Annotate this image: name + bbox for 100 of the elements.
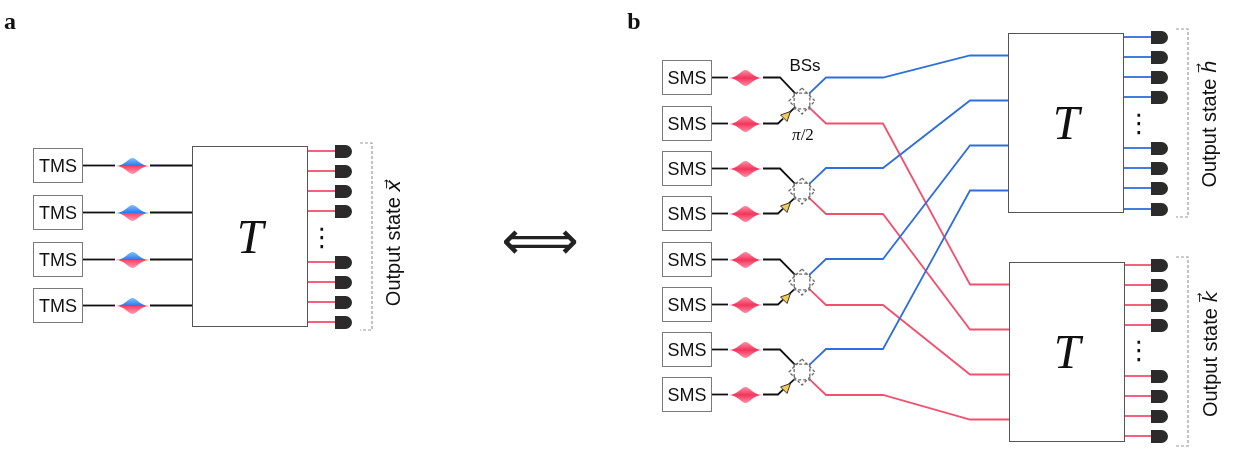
connector-line [82,304,116,307]
panel-label: a [4,9,16,33]
connector-line [1124,375,1152,377]
detector-icon [1151,369,1168,383]
triangle-icon [779,199,793,213]
connector-line [1123,187,1152,189]
connector-line [808,99,1009,185]
connector-line [762,117,784,125]
detector-icon [1151,202,1168,216]
connector-line [1123,208,1152,210]
source-box: TMS [33,195,83,230]
pulse-icon [728,205,763,222]
pulse-icon [115,204,150,221]
detector-icon [1151,50,1168,64]
connector-line [808,144,1009,276]
pulse-icon [728,341,763,358]
triangle-icon [779,380,793,394]
detector-icon [1151,318,1168,332]
ellipsis: ⋮ [309,224,335,250]
detector-icon [1151,181,1168,195]
connector-line [149,304,193,307]
connector-line [307,301,336,303]
detector-icon [1151,389,1168,403]
connector-line [1123,56,1152,58]
triangle-icon [779,109,793,123]
pulse-icon [728,69,763,86]
detector-icon [1151,161,1168,175]
detector-icon [1151,141,1168,155]
detector-icon [1151,258,1168,272]
source-box: TMS [33,242,83,277]
connector-line [1124,324,1152,326]
source-box: SMS [662,151,712,186]
connector-line [1123,36,1152,38]
detector-icon [335,164,352,178]
source-box: SMS [662,60,712,95]
connector-line [307,321,336,323]
connector-line [808,378,1010,421]
ellipsis: ⋮ [1126,337,1152,363]
component-label: BSs [789,56,821,74]
detector-icon [1151,409,1168,423]
connector-line [82,164,116,167]
connector-line [307,170,336,172]
source-box: SMS [662,106,712,141]
connector-line [808,54,1009,95]
equivalence-symbol: ⟺ [501,214,579,268]
connector-line [1124,264,1152,266]
pulse-icon [115,157,150,174]
connector-line [808,197,1010,331]
dashed-diamond-icon [788,177,816,205]
detector-icon [335,295,352,309]
detector-icon [1151,70,1168,84]
connector-line [149,211,193,214]
detector-icon [1151,278,1168,292]
connector-line [762,207,784,215]
source-box: TMS [33,148,83,183]
detector-icon [1151,90,1168,104]
connector-line [307,281,336,283]
detector-icon [335,255,352,269]
dashed-diamond-icon [788,86,816,115]
source-box: SMS [662,242,712,277]
connector-line [762,167,796,185]
connector-line [1124,284,1152,286]
pulse-icon [115,297,150,314]
output-label: Output state x⃗ [383,179,403,307]
connector-line [149,164,193,167]
pulse-icon [728,296,763,313]
detector-icon [1151,30,1168,44]
pulse-icon [728,160,763,177]
detector-icon [335,204,352,218]
detector-icon [335,144,352,158]
transform-box: T [192,146,308,327]
connector-line [762,348,796,366]
pulse-icon [115,251,150,268]
source-box: SMS [662,332,712,367]
transform-box: T [1009,262,1125,442]
connector-line [1124,435,1152,437]
connector-line [307,261,336,263]
panel-label: b [627,9,641,33]
connector-line [1124,415,1152,417]
source-box: SMS [662,377,712,412]
phase-label: π/2 [792,125,814,143]
detector-icon [335,184,352,198]
detector-icon [1151,429,1168,443]
connector-line [1124,395,1152,397]
connector-line [307,190,336,192]
pulse-icon [728,386,763,403]
connector-line [1123,167,1152,169]
connector-line [82,258,116,261]
connector-line [1123,76,1152,78]
connector-line [82,211,116,214]
connector-line [762,76,797,95]
connector-line [762,258,796,276]
connector-line [1123,147,1152,149]
ellipsis: ⋮ [1126,110,1152,136]
pulse-icon [728,115,763,132]
connector-line [307,150,336,152]
transform-box: T [1008,33,1124,213]
pulse-icon [728,251,763,268]
connector-line [149,258,193,261]
connector-line [1123,96,1152,98]
